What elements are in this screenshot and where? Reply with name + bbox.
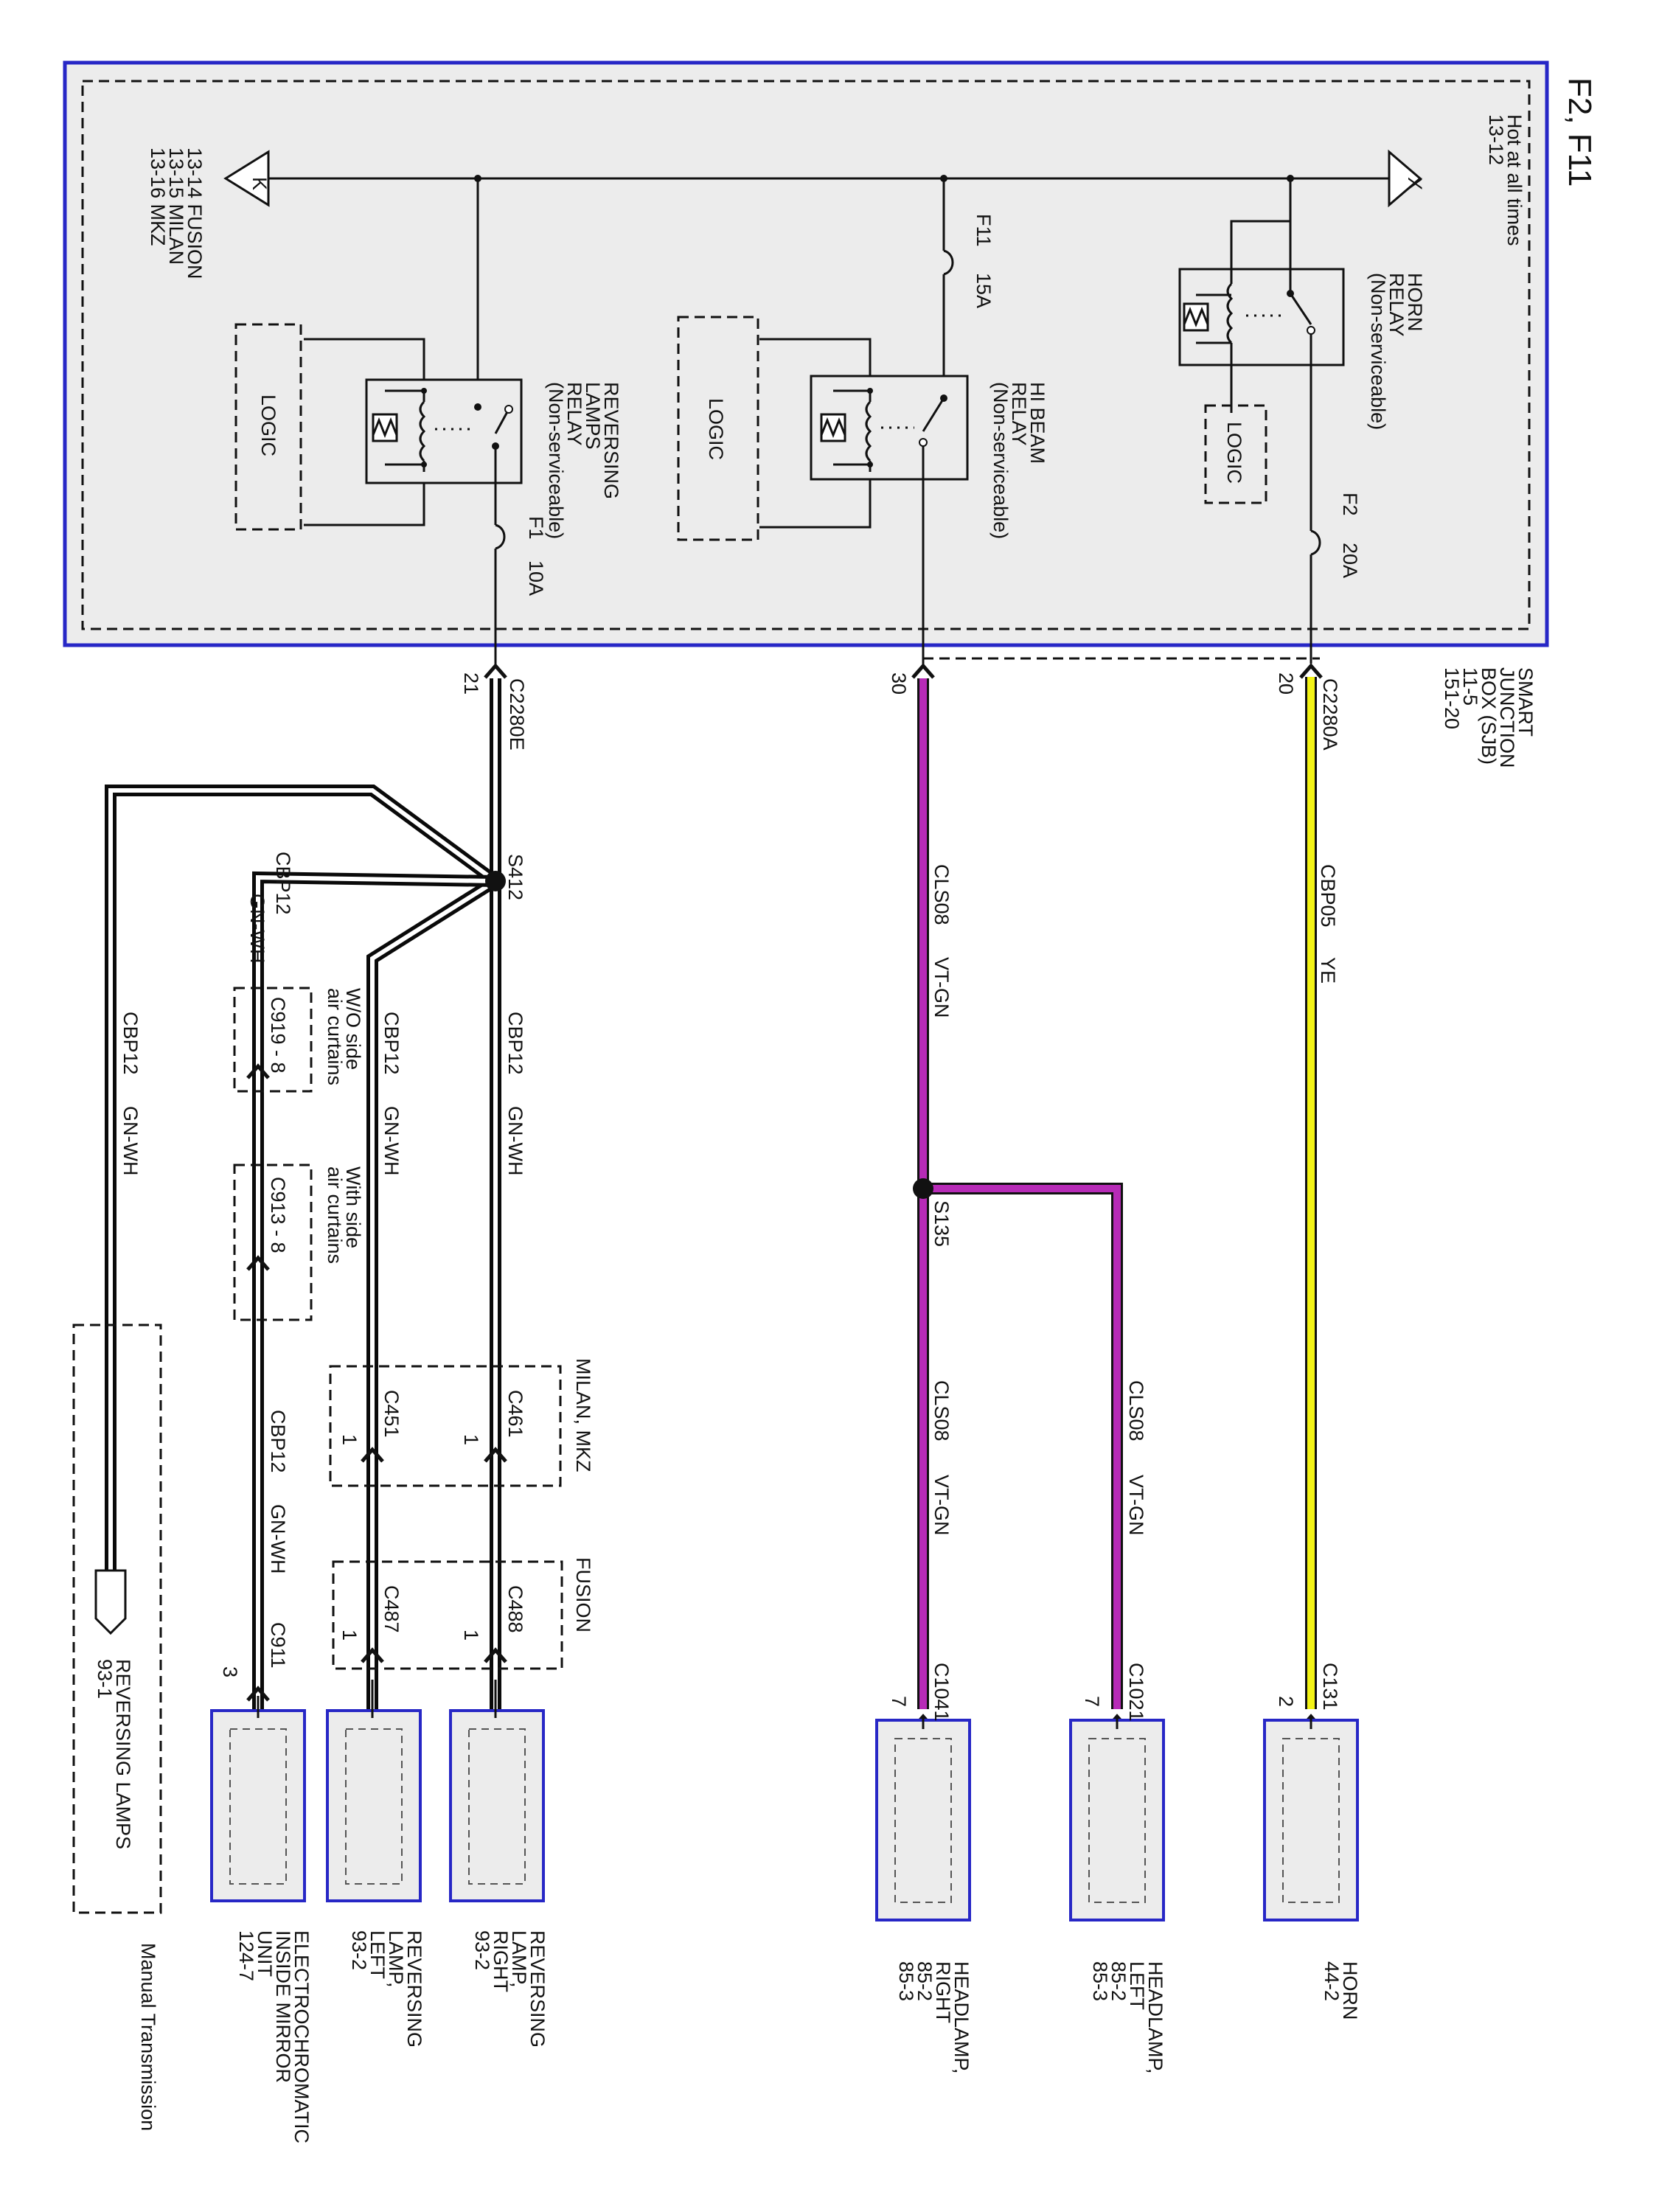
feed-k-triangle [223,150,270,207]
fusion-box [332,1560,563,1670]
c451-pin: 1 [338,1434,361,1445]
fuse-f11-rating: 15A [973,273,995,308]
with-side-airbag-box [233,1164,313,1321]
splice-s135-dot [913,1178,933,1199]
fuse-f1-name: F1 [525,516,547,540]
component-rev-lamp-left: REVERSINGLAMP,LEFT93-2 [348,1930,425,2048]
hi-beam-logic-box [677,316,759,541]
feed-x-symbol: X [1404,177,1426,190]
c131-pin: 2 [1275,1696,1297,1707]
c2280e-pin: 21 [460,672,482,695]
rv-wire-color-left: GN-WH [380,1106,403,1175]
hb-wire-circuit-1: CLS08 [931,864,953,925]
c487-name: C487 [380,1585,403,1633]
c461-name: C461 [504,1390,526,1438]
component-mirror: ELECTROCHROMATICINSIDE MIRRORUNIT124-7 [235,1930,313,2143]
horn-feed [1310,361,1321,664]
rv-wire-circuit-ref: CBP12 [119,1012,142,1075]
hi-beam-logic-label: LOGIC [705,398,727,460]
wo-side-airbag-box [233,987,313,1093]
c913-name: C913 - 8 [267,1177,289,1253]
reversing-logic-box [234,323,302,531]
splice-s412-dot [485,871,506,891]
hb-wire-color-1: VT-GN [931,957,953,1018]
c2280a-name: C2280A [1319,678,1341,751]
c1041-pin: 7 [888,1696,910,1707]
rv-wire-circuit-top: CBP12 [272,852,294,915]
reversing-relay-label: REVERSINGLAMPSRELAY(Non-serviceable) [545,382,622,539]
milan-mkz-label: MILAN, MKZ [572,1358,594,1472]
fuse-f2-rating: 20A [1339,543,1361,578]
c2280a-pin: 20 [1275,672,1297,695]
horn-wire-circuit: CBP05 [1317,864,1339,928]
component-rev-lamp-right: REVERSINGLAMP,RIGHT93-2 [471,1930,549,2048]
c487-pin: 1 [338,1630,361,1641]
horn-logic-label: LOGIC [1223,422,1245,484]
rv-wire-color-ref: GN-WH [119,1106,142,1175]
horn-logic-box [1204,404,1267,504]
power-bus: K X [223,149,1426,208]
c1021-pin: 7 [1081,1696,1103,1707]
c2280e-name: C2280E [506,678,528,751]
c919-name: C919 - 8 [267,997,289,1074]
hi-beam-relay-label: HI BEAMRELAY(Non-serviceable) [990,382,1048,539]
component-headlamp-right: HEADLAMP,RIGHT85-285-3 [895,1961,973,2074]
wo-side-label: W/O sideair curtains [324,988,364,1085]
hb-wire-color-2: VT-GN [1125,1475,1147,1536]
feed-k-symbol: K [248,177,271,190]
reversing-lamps-relay [304,178,523,667]
hb-wire-color-3: VT-GN [931,1475,953,1536]
c488-pin: 1 [460,1630,482,1641]
milan-mkz-box [329,1365,562,1487]
component-headlamp-left: HEADLAMP,LEFT85-285-3 [1089,1961,1166,2074]
rv-wire-color-main: GN-WH [504,1106,526,1175]
feed-x-label: Hot at all times13-12 [1485,114,1526,246]
c1021-name: C1021 [1125,1663,1147,1722]
component-reversing-lamps-ref: REVERSING LAMPS93-1 [94,1659,134,1849]
fuse-f1-rating: 10A [525,560,547,596]
horn-relay [1178,178,1345,413]
c131-name: C131 [1319,1663,1341,1711]
c2280a-hb-pin: 30 [888,672,910,695]
reversing-wires [105,678,506,1709]
rv-wire-circuit-left: CBP12 [380,1012,403,1075]
rv-wire-circuit-mirror: CBP12 [267,1410,289,1473]
rv-wire-color-mirror: GN-WH [267,1504,289,1573]
hb-wire-circuit-2: CLS08 [1125,1380,1147,1441]
hi-beam-wire [913,678,1123,1709]
splice-s135: S135 [931,1200,953,1247]
rv-wire-circuit-main: CBP12 [504,1012,526,1075]
fusion-label: FUSION [572,1557,594,1632]
reversing-lamps-ref-arrow [94,1569,127,1635]
connector-terminals [248,666,1321,1728]
c911-pin: 3 [219,1666,241,1677]
fuse-f11-name: F11 [973,214,995,247]
hb-wire-circuit-3: CLS08 [931,1380,953,1441]
c911-name: C911 [267,1622,289,1669]
splice-s412: S412 [504,854,526,900]
c1041-name: C1041 [931,1663,953,1722]
feed-x-triangle [1388,149,1422,208]
hi-beam-relay [759,178,969,667]
with-side-label: With sideair curtains [324,1166,364,1264]
component-boxes [210,1709,1359,1921]
horn-wire-color: YE [1317,957,1339,984]
sjb-name: SMARTJUNCTIONBOX (SJB)11-5151-20 [1441,667,1537,768]
fuse-f2-name: F2 [1339,493,1361,516]
page-label: F2, F11 [1562,77,1598,187]
feed-k-label: 13-14 FUSION13-15 MILAN13-16 MKZ [147,147,206,279]
c488-name: C488 [504,1585,526,1633]
c451-name: C451 [380,1390,403,1438]
rv-wire-color-top: GN-WH [246,894,268,963]
reversing-logic-label: LOGIC [257,394,279,456]
manual-transmission-label: Manual Transmission [137,1943,159,2131]
manual-transmission-box [72,1324,162,1914]
horn-relay-label: HORNRELAY(Non-serviceable) [1367,273,1426,430]
component-horn: HORN44-2 [1321,1961,1361,2020]
c461-pin: 1 [460,1434,482,1445]
